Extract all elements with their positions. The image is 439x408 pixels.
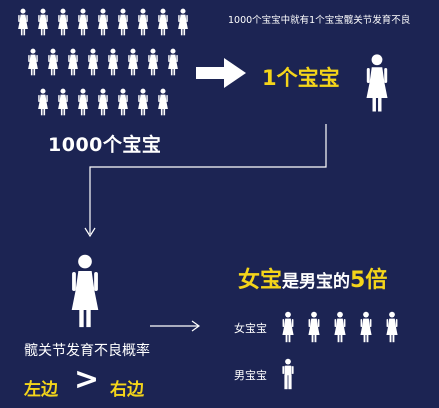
title-girl-part: 女宝 xyxy=(238,268,283,293)
person-dress-icon xyxy=(28,48,38,76)
person-dress-icon xyxy=(128,48,138,76)
hip-dysplasia-figure xyxy=(66,252,104,334)
girls-label: 女宝宝 xyxy=(234,322,267,335)
person-dress-icon xyxy=(178,8,188,36)
person-dress-icon xyxy=(78,8,88,36)
single-baby-figure xyxy=(362,52,392,118)
one-baby-label: 1个宝宝 xyxy=(262,66,340,90)
person-dress-icon xyxy=(98,88,108,116)
person-dress-icon xyxy=(98,8,108,36)
person-dress-icon xyxy=(58,8,68,36)
person-dress-icon xyxy=(18,8,28,36)
person-dress-icon xyxy=(360,311,372,343)
person-dress-icon xyxy=(334,311,346,343)
person-dress-icon xyxy=(48,48,58,76)
person-dress-icon xyxy=(71,254,99,328)
person-pants-icon xyxy=(282,358,294,390)
grid-label: 1000个宝宝 xyxy=(48,134,162,156)
person-dress-icon xyxy=(68,48,78,76)
top-caption: 1000个宝宝中就有1个宝宝髋关节发育不良 xyxy=(228,15,411,26)
person-dress-icon xyxy=(148,48,158,76)
left-word: 左边 xyxy=(24,380,58,400)
person-dress-icon xyxy=(38,8,48,36)
title-middle-part: 是男宝的 xyxy=(282,272,351,292)
person-dress-icon xyxy=(158,8,168,36)
person-dress-icon xyxy=(38,88,48,116)
person-dress-icon xyxy=(138,88,148,116)
person-dress-icon xyxy=(282,311,294,343)
right-word: 右边 xyxy=(110,380,144,400)
person-dress-icon xyxy=(118,8,128,36)
person-dress-icon xyxy=(168,48,178,76)
person-dress-icon xyxy=(158,88,168,116)
person-dress-icon xyxy=(138,8,148,36)
person-dress-icon xyxy=(58,88,68,116)
person-dress-icon xyxy=(386,311,398,343)
risk-label: 髋关节发育不良概率 xyxy=(24,343,150,359)
person-dress-icon xyxy=(118,88,128,116)
person-dress-icon xyxy=(308,311,320,343)
boys-label: 男宝宝 xyxy=(234,369,267,382)
title-ratio-part: 5倍 xyxy=(350,268,388,293)
person-dress-icon xyxy=(88,48,98,76)
person-dress-icon xyxy=(366,54,388,112)
greater-than-symbol: > xyxy=(74,362,100,397)
person-dress-icon xyxy=(78,88,88,116)
gender-ratio-title: 女宝是男宝的5倍 xyxy=(238,262,387,294)
person-dress-icon xyxy=(108,48,118,76)
arrow-right-icon xyxy=(196,58,246,88)
